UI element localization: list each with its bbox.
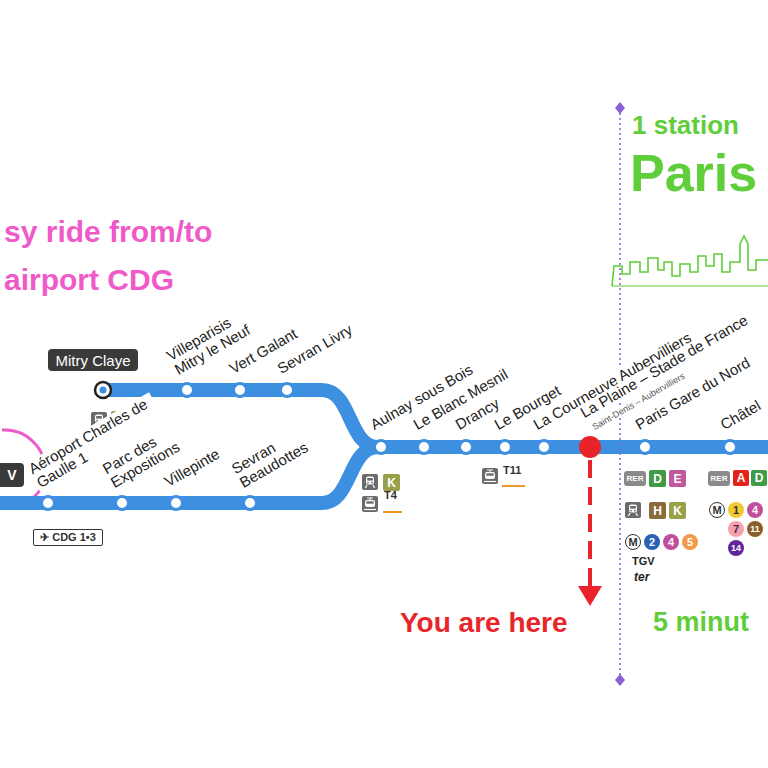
line-badge: 5 — [682, 534, 698, 550]
tram-line: T4 — [384, 490, 397, 502]
line-badge: M — [625, 534, 641, 550]
rail-service: ter — [634, 571, 649, 584]
badge-text: 4 — [752, 504, 758, 516]
badge-text: RER — [711, 474, 728, 483]
line-badge: 4 — [663, 534, 679, 550]
line-badge: 1 — [728, 502, 744, 518]
callout-text: You are here — [400, 608, 568, 637]
badge-text: H — [653, 504, 662, 518]
badge-text: 14 — [731, 543, 741, 553]
line-badge: 11 — [747, 521, 763, 537]
badge-text: K — [387, 476, 396, 490]
line-badge: H — [649, 502, 666, 519]
badge-text: Mitry Claye — [55, 352, 130, 369]
badge-text: E — [673, 472, 681, 486]
badge-text: RER — [627, 474, 644, 483]
line-badge: K — [383, 474, 400, 491]
badge-text: 5 — [687, 536, 693, 548]
badge-text: 2 — [649, 536, 655, 548]
badge-text: V — [7, 467, 16, 483]
line-badge: RER — [624, 471, 646, 486]
badge-text: 7 — [733, 523, 739, 535]
callout-text: 5 minut — [653, 608, 749, 636]
badge-text: 11 — [750, 524, 760, 534]
headline-text: 1 station — [632, 112, 739, 139]
tram-line: T11 — [503, 465, 521, 477]
badge-text: M — [628, 536, 637, 548]
line-badge: 2 — [644, 534, 660, 550]
line-badge: M — [709, 502, 725, 518]
station-name-box: Mitry Claye — [48, 349, 138, 371]
badge-text: K — [673, 504, 682, 518]
line-badge: 14 — [728, 540, 744, 556]
badge-text: D — [755, 471, 764, 485]
line-badge: 4 — [747, 502, 763, 518]
line-badge: 7 — [728, 521, 744, 537]
line-badge: E — [669, 470, 686, 487]
badge-text: ✈ CDG 1•3 — [40, 531, 96, 544]
slogan-text: airport CDG — [4, 264, 174, 296]
rail-service: TGV — [632, 556, 655, 568]
headline-text: Paris — [630, 146, 757, 201]
station-name: Châtel — [716, 397, 765, 434]
slogan-text: sy ride from/to — [4, 216, 212, 248]
badge-text: M — [712, 504, 721, 516]
badge-text: D — [653, 472, 662, 486]
line-badge: RER — [708, 471, 730, 486]
line-badge: A — [733, 470, 749, 486]
station-name-box: V — [0, 463, 24, 487]
line-badge: K — [669, 502, 686, 519]
line-badge: ✈ CDG 1•3 — [33, 529, 103, 546]
line-badge: D — [649, 470, 666, 487]
line-badge: D — [751, 470, 767, 486]
badge-text: 1 — [733, 504, 739, 516]
badge-text: A — [737, 471, 746, 485]
badge-text: 4 — [668, 536, 674, 548]
station-name: Sevran Beaudottes — [227, 422, 315, 491]
